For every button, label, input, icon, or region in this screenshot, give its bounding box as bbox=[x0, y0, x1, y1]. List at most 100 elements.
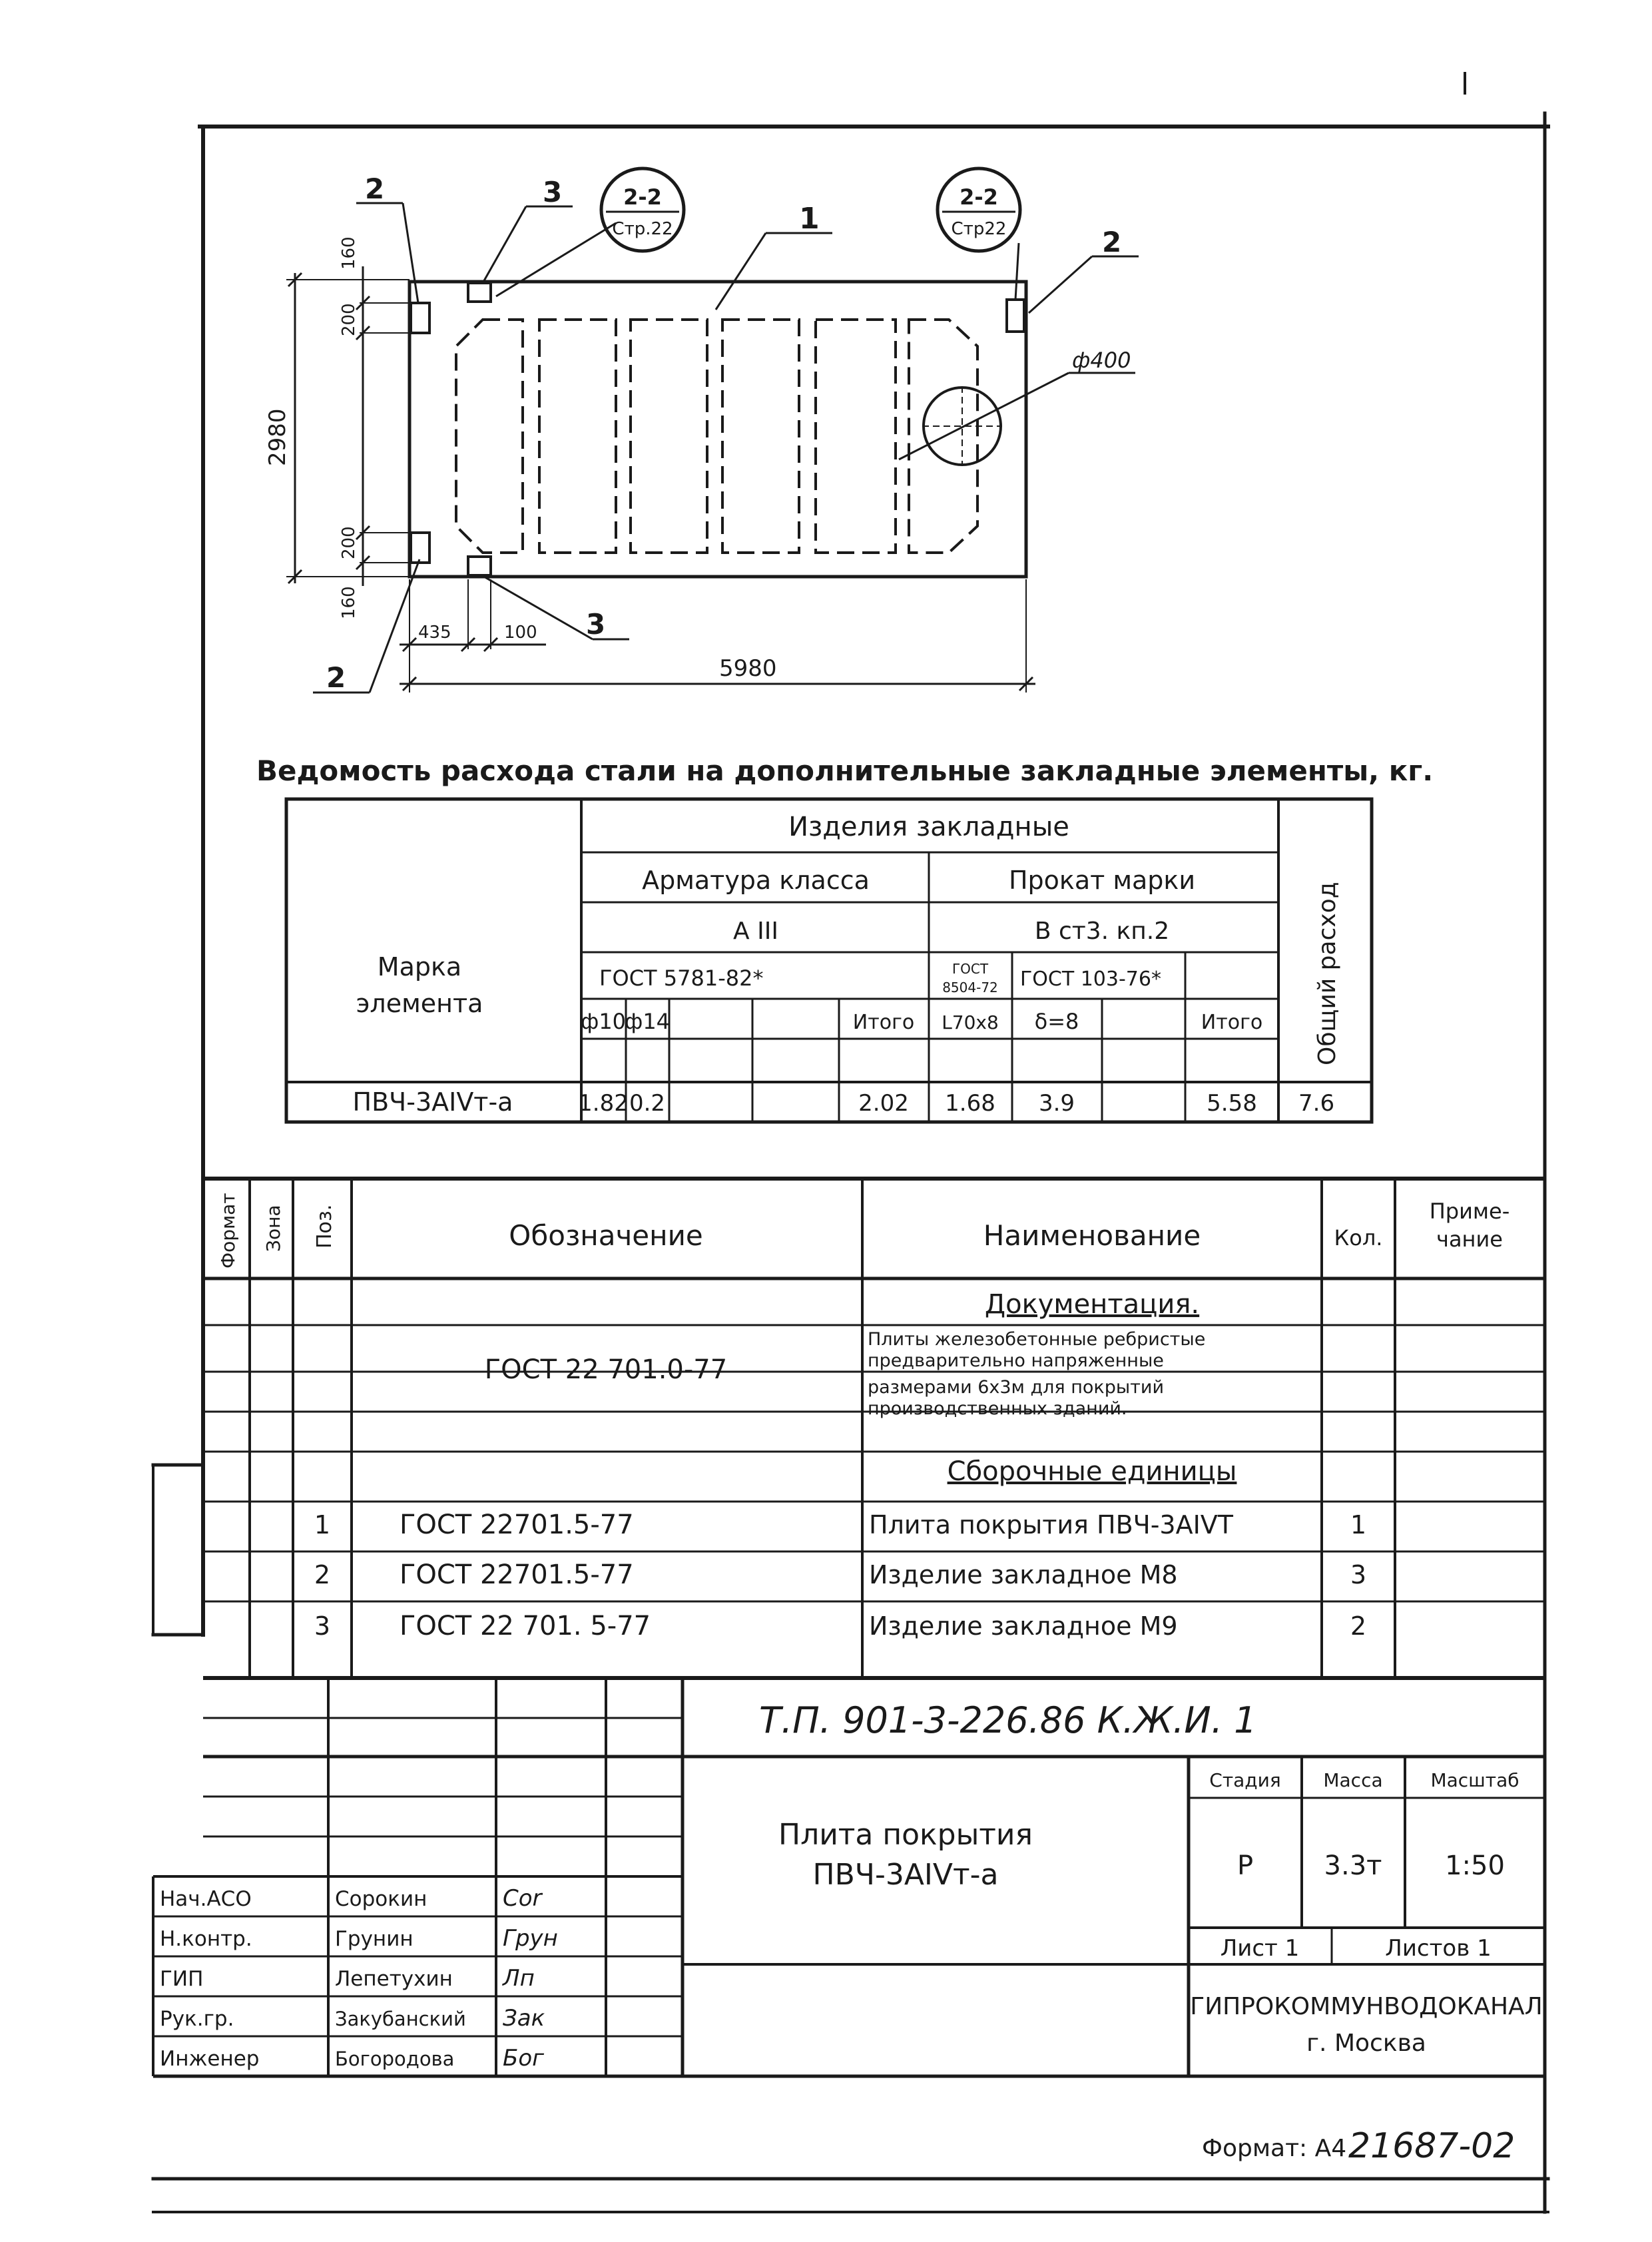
doc-name-line: производственных зданий. bbox=[868, 1398, 1127, 1419]
staff-name: Сорокин bbox=[335, 1887, 427, 1911]
section-documentation: Документация. bbox=[985, 1289, 1199, 1320]
staff-name: Закубанский bbox=[335, 2008, 466, 2030]
rolled-gost2: ГОСТ 103-76* bbox=[1020, 968, 1161, 991]
pos-label: 2 bbox=[1102, 226, 1121, 258]
item-qty: 3 bbox=[1350, 1560, 1366, 1589]
staff-name: Богородова bbox=[335, 2048, 454, 2070]
drawing-title-line1: Плита покрытия bbox=[778, 1818, 1033, 1852]
steel-table bbox=[284, 797, 1374, 1124]
steel-table-text: Марка элемента Изделия закладные Арматур… bbox=[353, 812, 1341, 1117]
organization-city: г. Москва bbox=[1306, 2030, 1426, 2057]
staff-name: Лепетухин bbox=[335, 1967, 453, 1991]
dimension-label: 2980 bbox=[264, 408, 291, 466]
section-mark-ref: Стр.22 bbox=[612, 219, 673, 239]
dimension-label: 100 bbox=[504, 623, 537, 643]
doc-designation: ГОСТ 22 701.0-77 bbox=[485, 1354, 727, 1385]
item-designation: ГОСТ 22701.5-77 bbox=[400, 1510, 634, 1540]
steel-table-title: Ведомость расхода стали на дополнительны… bbox=[256, 754, 1433, 787]
rolled-gost1-line2: 8504-72 bbox=[942, 980, 998, 995]
mass-label: Масса bbox=[1323, 1769, 1382, 1791]
doc-name-line: размерами 6х3м для покрытий bbox=[868, 1377, 1164, 1398]
rolled-grade: В ст3. кп.2 bbox=[1035, 918, 1169, 945]
item-name: Изделие закладное М8 bbox=[869, 1560, 1178, 1589]
document-code: Т.П. 901-3-226.86 К.Ж.И. 1 bbox=[759, 1699, 1257, 1741]
staff-role: ГИП bbox=[160, 1967, 203, 1991]
scale-label: Масштаб bbox=[1430, 1769, 1519, 1791]
reinforcement-class: А III bbox=[733, 918, 778, 945]
drawing-title-line2: ПВЧ-3АIVт-а bbox=[813, 1858, 999, 1892]
subheader-cell: L70x8 bbox=[942, 1011, 999, 1033]
item-name: Плита покрытия ПВЧ-3АIVТ bbox=[869, 1510, 1234, 1540]
header-designation: Обозначение bbox=[509, 1219, 702, 1252]
staff-role: Инженер bbox=[160, 2047, 259, 2071]
dimension-label: 160 bbox=[339, 236, 359, 270]
doc-name-line: Плиты железобетонные ребристые bbox=[868, 1329, 1205, 1350]
pos-label: 1 bbox=[799, 202, 820, 236]
item-qty: 2 bbox=[1350, 1611, 1366, 1641]
staff-signature: Соr bbox=[503, 1885, 543, 1912]
subheader-cell: δ=8 bbox=[1035, 1009, 1079, 1034]
sheet-format: Формат: А4 bbox=[1202, 2135, 1346, 2162]
item-designation: ГОСТ 22701.5-77 bbox=[400, 1559, 634, 1590]
mark-header-line2: элемента bbox=[356, 989, 483, 1018]
staff-name: Грунин bbox=[335, 1927, 413, 1951]
staff-signature: Бог bbox=[503, 2045, 545, 2072]
stage-label: Стадия bbox=[1209, 1769, 1280, 1791]
plate-drawing bbox=[286, 166, 1139, 694]
pos-label: 2 bbox=[326, 661, 346, 694]
value-cell: 1.82 bbox=[578, 1090, 629, 1117]
embedded-items-header: Изделия закладные bbox=[788, 812, 1069, 842]
dimension-label: 435 bbox=[418, 623, 451, 643]
element-mark: ПВЧ-3АIVт-а bbox=[353, 1087, 513, 1117]
staff-signature: Зак bbox=[503, 2005, 545, 2032]
dimension-label: 200 bbox=[339, 526, 359, 559]
rolled-gost1-line1: ГОСТ bbox=[952, 961, 989, 977]
dimension-label: 200 bbox=[339, 303, 359, 336]
staff-role: Рук.гр. bbox=[160, 2007, 234, 2031]
title-block bbox=[152, 1676, 1545, 2078]
subheader-cell: ф14 bbox=[625, 1009, 670, 1034]
value-cell: 2.02 bbox=[858, 1090, 909, 1117]
header-note-line2: чание bbox=[1436, 1227, 1503, 1252]
rolled-header: Прокат марки bbox=[1009, 866, 1195, 895]
subheader-cell: Итого bbox=[1201, 1011, 1262, 1034]
header-format: Формат bbox=[217, 1193, 239, 1268]
pos-label: 2 bbox=[365, 172, 384, 205]
section-mark-ref: Стр22 bbox=[952, 219, 1007, 239]
section-assembly-units: Сборочные единицы bbox=[948, 1456, 1237, 1487]
subheader-cell: ф10 bbox=[581, 1009, 626, 1034]
item-designation: ГОСТ 22 701. 5-77 bbox=[400, 1611, 651, 1641]
section-mark-number: 2-2 bbox=[623, 184, 662, 210]
item-name: Изделие закладное М9 bbox=[869, 1611, 1178, 1641]
staff-role: Н.контр. bbox=[160, 1927, 252, 1951]
section-mark-number: 2-2 bbox=[960, 184, 998, 210]
spec-table bbox=[203, 1177, 1545, 1678]
total-consumption-header: Общий расход bbox=[1314, 882, 1341, 1065]
scale-value: 1:50 bbox=[1445, 1850, 1505, 1881]
sheets-total: Листов 1 bbox=[1385, 1935, 1491, 1962]
spec-table-text: Формат Зона Поз. Обозначение Наименовани… bbox=[217, 1193, 1510, 1641]
value-cell: 0.2 bbox=[629, 1090, 665, 1117]
title-block-text: Т.П. 901-3-226.86 К.Ж.И. 1 Плита покрыти… bbox=[160, 1699, 1543, 2072]
header-zone: Зона bbox=[262, 1205, 284, 1252]
header-note-line1: Приме- bbox=[1430, 1199, 1510, 1224]
dimension-label: 5980 bbox=[719, 655, 777, 682]
dimension-label: 160 bbox=[339, 586, 359, 619]
archive-number: 21687-02 bbox=[1348, 2126, 1515, 2166]
header-pos: Поз. bbox=[313, 1205, 336, 1249]
reinforcement-gost: ГОСТ 5781-82* bbox=[599, 966, 763, 991]
sheet-number: Лист 1 bbox=[1221, 1935, 1300, 1962]
hole-diameter-label: ф400 bbox=[1072, 348, 1131, 373]
pos-label: 3 bbox=[586, 608, 605, 641]
value-cell: 5.58 bbox=[1207, 1090, 1257, 1117]
value-cell: 3.9 bbox=[1039, 1090, 1075, 1117]
item-pos: 1 bbox=[314, 1510, 330, 1540]
header-qty: Кол. bbox=[1334, 1225, 1383, 1251]
subheader-cell: Итого bbox=[853, 1011, 914, 1034]
pos-label: 3 bbox=[543, 176, 562, 208]
total-value: 7.6 bbox=[1298, 1090, 1334, 1117]
doc-name-line: предварительно напряженные bbox=[868, 1350, 1164, 1371]
header-name: Наименование bbox=[983, 1219, 1201, 1252]
staff-signature: Лп bbox=[501, 1965, 535, 1992]
